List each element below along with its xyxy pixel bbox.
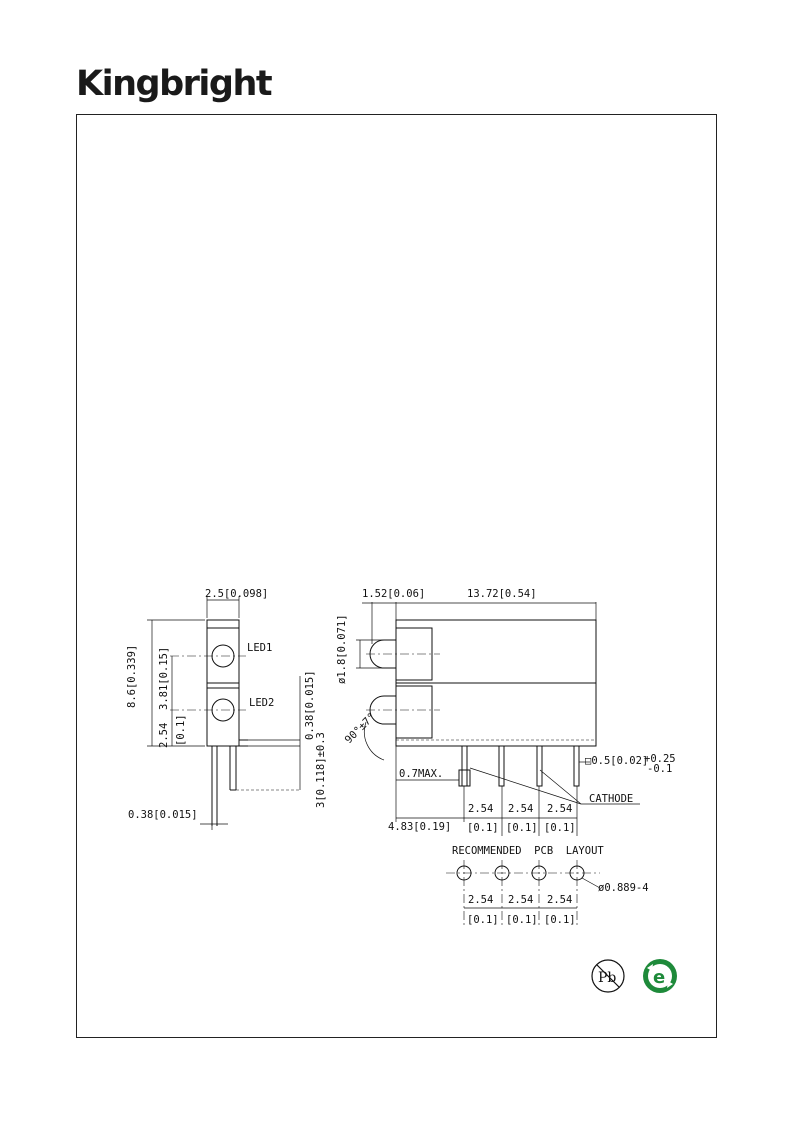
front-pitch-in-3: [0.1] [544,822,576,834]
tol-minus: -0.1 [647,763,672,775]
front-view: 1.52[0.06] 13.72[0.54] ø1.8[0.071] 90°±7… [336,588,676,836]
front-pitch-mm-2: 2.54 [508,803,533,815]
front-pitch-in-1: [0.1] [467,822,499,834]
pcb-layout-title: RECOMMENDED PCB LAYOUT [452,845,604,857]
bottom-lead-dim: 0.38[0.015] [128,809,198,821]
angle-dim: 90°±7° [343,711,378,746]
lens-offset-dim: 1.52[0.06] [362,588,425,600]
base-dim-mm: 2.54 [158,723,170,748]
lens-dia-dim: ø1.8[0.071] [336,614,348,684]
left-offset-dim: 4.83[0.19] [388,821,451,833]
side-height-dim: 8.6[0.339] [126,645,138,708]
drawing-frame [76,114,717,1038]
pcb-pitch-mm-2: 2.54 [508,894,533,906]
front-pitch-mm-1: 2.54 [468,803,493,815]
lead-length-dim: 3[0.118]±0.3 [315,732,327,808]
max-dim: 0.7MAX. [399,768,443,780]
led1-label: LED1 [247,642,272,654]
pb-free-icon: Pb [591,959,625,993]
pcb-pitch-in-1: [0.1] [467,914,499,926]
tol-plus: +0.25 [644,753,676,765]
pcb-pitch-in-3: [0.1] [544,914,576,926]
front-pitch-mm-3: 2.54 [547,803,572,815]
front-pitch-in-2: [0.1] [506,822,538,834]
base-dim-in: [0.1] [175,714,187,746]
svg-text:e: e [653,967,665,988]
kingbright-logo: Kingbright [76,64,273,104]
hole-dim: ø0.889-4 [598,882,649,894]
svg-text:Pb: Pb [598,970,616,986]
pcb-pitch-mm-1: 2.54 [468,894,493,906]
pcb-layout: RECOMMENDED PCB LAYOUT ø0.889-4 2.54 2.5… [446,845,649,928]
led2-label: LED2 [249,697,274,709]
length-dim: 13.72[0.54] [467,588,537,600]
cathode-label: CATHODE [589,793,633,805]
pcb-pitch-in-2: [0.1] [506,914,538,926]
led-pitch-dim: 3.81[0.15] [158,647,170,710]
rohs-icon: e [643,959,677,993]
lead-square-dim: □0.5[0.02] [585,755,648,767]
side-view: 2.5[0.098] LED1 LED2 8.6[0.339] 3.81[0.1… [126,588,327,830]
pcb-pitch-mm-3: 2.54 [547,894,572,906]
side-width-dim: 2.5[0.098] [205,588,268,600]
lead-thickness-dim: 0.38[0.015] [304,670,316,740]
